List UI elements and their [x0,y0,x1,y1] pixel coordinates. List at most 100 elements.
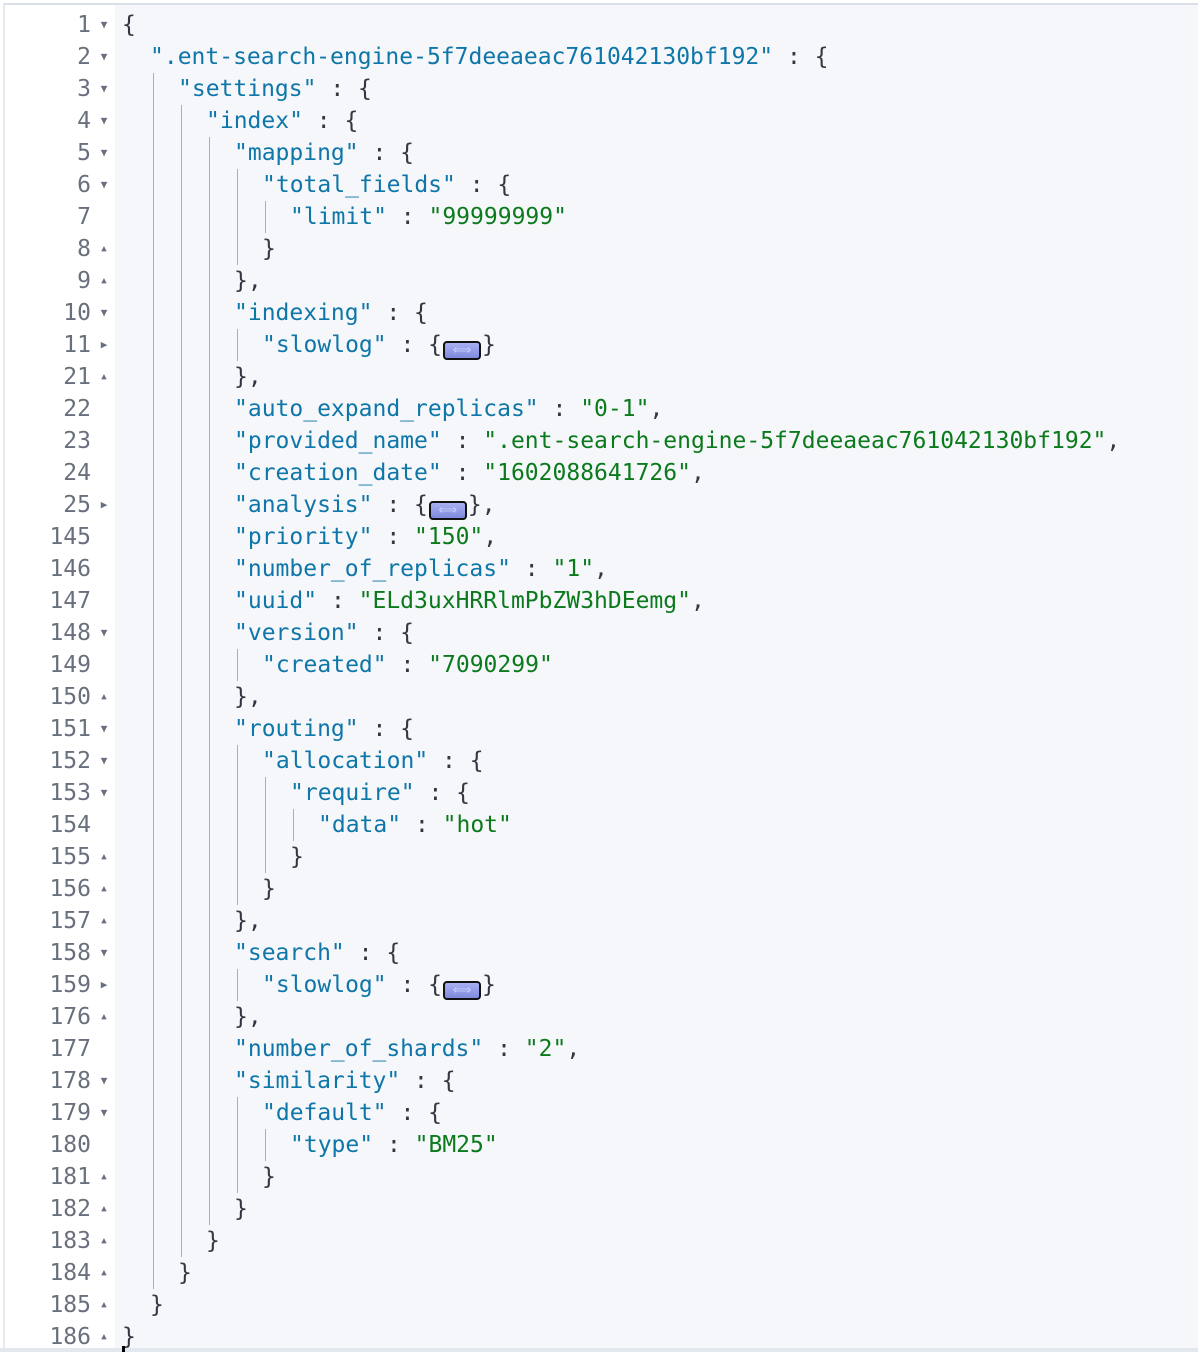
code-line[interactable]: 5▼"mapping" : { [5,137,1198,169]
fold-open-icon[interactable]: ▼ [100,722,108,735]
code-text: "creation_date" : "1602088641726", [234,457,705,489]
fold-end-icon[interactable]: ▲ [101,916,107,926]
code-line[interactable]: 156▲} [5,873,1198,905]
fold-end-icon[interactable]: ▲ [101,1236,107,1246]
code-line[interactable]: 183▲} [5,1225,1198,1257]
folded-region-placeholder[interactable]: ⟺ [443,341,482,360]
code-line[interactable]: 9▲}, [5,265,1198,297]
fold-open-icon[interactable]: ▼ [100,306,108,319]
fold-end-icon[interactable]: ▲ [101,1300,107,1310]
code-line[interactable]: 21▲}, [5,361,1198,393]
fold-open-icon[interactable]: ▼ [100,114,108,127]
json-punctuation: : { [344,940,401,966]
fold-end-icon[interactable]: ▲ [101,1268,107,1278]
indent-guide [181,745,182,777]
code-line[interactable]: 185▲} [5,1289,1198,1321]
code-line[interactable]: 4▼"index" : { [5,105,1198,137]
code-line[interactable]: 6▼"total_fields" : { [5,169,1198,201]
code-line[interactable]: 147"uuid" : "ELd3uxHRRlmPbZW3hDEemg", [5,585,1198,617]
code-line[interactable]: 151▼"routing" : { [5,713,1198,745]
fold-end-icon[interactable]: ▲ [101,1332,107,1342]
json-punctuation: : { [773,44,829,70]
json-string-value: "1602088641726" [483,460,691,486]
indent-guide [153,393,154,425]
code-line[interactable]: 3▼"settings" : { [5,73,1198,105]
line-number: 151 [49,716,91,742]
fold-open-icon[interactable]: ▼ [100,754,108,767]
line-number: 146 [49,556,91,582]
line-number: 180 [49,1132,91,1158]
fold-open-icon[interactable]: ▼ [100,178,108,191]
fold-open-icon[interactable]: ▼ [100,50,108,63]
fold-end-icon[interactable]: ▲ [101,1012,107,1022]
code-line[interactable]: 159▶"slowlog" : {⟺} [5,969,1198,1001]
json-key: "slowlog" [262,332,387,358]
code-line[interactable]: 182▲} [5,1193,1198,1225]
code-text: { [122,9,136,41]
fold-open-icon[interactable]: ▼ [100,146,108,159]
fold-open-icon[interactable]: ▼ [100,82,108,95]
fold-end-icon[interactable]: ▲ [101,692,107,702]
code-line[interactable]: 7"limit" : "99999999" [5,201,1198,233]
code-line[interactable]: 22"auto_expand_replicas" : "0-1", [5,393,1198,425]
fold-open-icon[interactable]: ▼ [100,946,108,959]
folded-region-placeholder[interactable]: ⟺ [443,981,482,1000]
indent-guide [181,105,182,137]
code-line[interactable]: 184▲} [5,1257,1198,1289]
json-punctuation: : { [316,76,372,102]
code-line[interactable]: 145"priority" : "150", [5,521,1198,553]
code-line[interactable]: 176▲}, [5,1001,1198,1033]
code-line[interactable]: 2▼".ent-search-engine-5f7deeaeac76104213… [5,41,1198,73]
code-line[interactable]: 23"provided_name" : ".ent-search-engine-… [5,425,1198,457]
code-line[interactable]: 155▲} [5,841,1198,873]
code-text: } [206,1225,220,1257]
code-line[interactable]: 153▼"require" : { [5,777,1198,809]
fold-end-icon[interactable]: ▲ [101,276,107,286]
line-number: 24 [63,460,91,486]
code-line[interactable]: 152▼"allocation" : { [5,745,1198,777]
code-line[interactable]: 146"number_of_replicas" : "1", [5,553,1198,585]
code-line[interactable]: 181▲} [5,1161,1198,1193]
code-line[interactable]: 24 "creation_date" : "1602088641726", [5,457,1198,489]
code-editor[interactable]: 1 ▼ {2▼".ent-search-engine-5f7deeaeac76104… [3,3,1198,1350]
code-line[interactable]: 150▲}, [5,681,1198,713]
line-number: 153 [49,780,91,806]
horizontal-scrollbar[interactable] [0,1348,1198,1352]
fold-closed-icon[interactable]: ▶ [100,498,108,511]
code-line[interactable]: 149"created" : "7090299" [5,649,1198,681]
code-line[interactable]: 25▶"analysis" : {⟺}, [5,489,1198,521]
code-line[interactable]: 154"data" : "hot" [5,809,1198,841]
line-number: 1 [77,12,91,38]
code-line[interactable]: 177"number_of_shards" : "2", [5,1033,1198,1065]
code-line[interactable]: 148▼"version" : { [5,617,1198,649]
fold-open-icon[interactable]: ▼ [100,1106,108,1119]
fold-end-icon[interactable]: ▲ [101,244,107,254]
fold-open-icon[interactable]: ▼ [100,1074,108,1087]
code-line[interactable]: 11▶"slowlog" : {⟺} [5,329,1198,361]
indent-guide [237,777,238,809]
code-line[interactable]: 179▼"default" : { [5,1097,1198,1129]
code-line[interactable]: 8▲} [5,233,1198,265]
code-line[interactable]: 157▲}, [5,905,1198,937]
code-line[interactable]: 186▲} [5,1321,1198,1353]
editor-lines[interactable]: 1 ▼ {2▼".ent-search-engine-5f7deeaeac76104… [5,9,1198,1353]
fold-end-icon[interactable]: ▲ [101,1172,107,1182]
code-line[interactable]: 178▼"similarity" : { [5,1065,1198,1097]
fold-open-icon[interactable]: ▼ [100,786,108,799]
fold-end-icon[interactable]: ▲ [101,372,107,382]
fold-end-icon[interactable]: ▲ [101,1204,107,1214]
code-line[interactable]: 1 ▼ { [5,9,1198,41]
code-line[interactable]: 10▼"indexing" : { [5,297,1198,329]
fold-open-icon[interactable]: ▼ [100,626,108,639]
fold-end-icon[interactable]: ▲ [101,852,107,862]
fold-closed-icon[interactable]: ▶ [100,338,108,351]
code-text: } [150,1289,164,1321]
fold-open-icon[interactable]: ▼ [100,18,108,31]
code-line[interactable]: 180"type" : "BM25" [5,1129,1198,1161]
json-key: "similarity" [234,1068,401,1094]
fold-closed-icon[interactable]: ▶ [100,978,108,991]
folded-region-placeholder[interactable]: ⟺ [428,501,467,520]
code-line[interactable]: 158▼"search" : { [5,937,1198,969]
indent-guide [209,553,210,585]
fold-end-icon[interactable]: ▲ [101,884,107,894]
